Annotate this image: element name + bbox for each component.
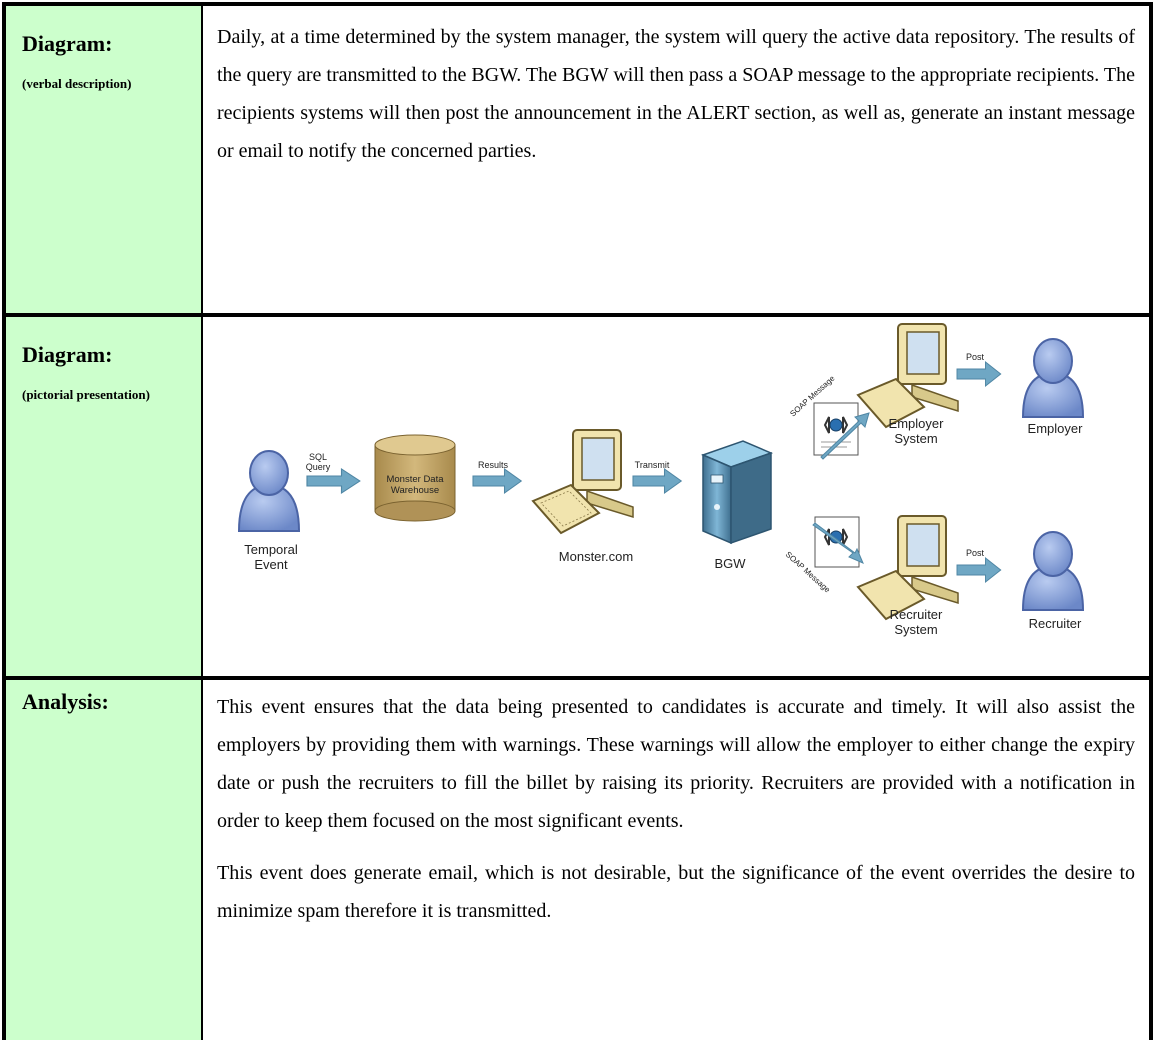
warehouse-label-1: Monster Data [386,474,444,485]
recruiter-person-icon [1021,531,1085,611]
employer-label: Employer [1028,421,1084,436]
employer-person-icon [1021,338,1085,418]
soap-top-arrow-icon [820,412,870,460]
employer-system-label-2: System [894,431,937,446]
employer-system-label-1: Employer [889,416,945,431]
row-sublabel: (pictorial presentation) [22,387,150,402]
transmit-arrow-icon [632,468,682,494]
recruiter-system-label-2: System [894,622,937,637]
results-arrow-icon [472,468,522,494]
post-bottom-label: Post [966,548,985,558]
sql-query-arrow-icon [306,468,361,494]
table-row: Analysis: This event ensures that the da… [2,678,1153,1040]
label-cell: Diagram: (verbal description) [2,2,203,317]
table-row: Diagram: (pictorial presentation) [2,315,1153,680]
row-label: Analysis: [22,689,109,714]
verbal-description-cell: Daily, at a time determined by the syste… [202,2,1153,317]
verbal-description-text: Daily, at a time determined by the syste… [217,26,1135,162]
post-top-arrow-icon [956,361,1002,387]
transmit-label: Transmit [635,460,670,470]
post-bottom-arrow-icon [956,557,1002,583]
analysis-paragraph: This event ensures that the data being p… [217,696,1135,832]
pictorial-cell: Temporal Event SQL Query Monster Data Wa… [202,315,1153,680]
monster-computer-icon [531,429,634,535]
data-warehouse-icon [374,434,456,522]
sql-query-label-2: Query [306,462,331,472]
warehouse-label-2: Warehouse [391,485,439,496]
diagram-svg: Temporal Event SQL Query Monster Data Wa… [237,323,1085,637]
recruiter-system-label-1: Recruiter [890,607,943,622]
row-label: Diagram: [22,31,113,56]
employer-computer-icon [856,323,959,429]
recruiter-computer-icon [856,515,959,621]
bgw-server-icon [700,440,774,545]
soap-bottom-arrow-icon [812,522,864,564]
results-label: Results [478,460,509,470]
monster-label: Monster.com [559,549,633,564]
label-cell: Analysis: [2,678,203,1040]
table-row: Diagram: (verbal description) Daily, at … [2,2,1153,317]
recruiter-label: Recruiter [1029,616,1082,631]
temporal-event-person-icon [237,450,301,532]
temporal-event-label-2: Event [254,557,288,572]
row-sublabel: (verbal description) [22,76,132,91]
sql-query-label-1: SQL [309,452,327,462]
workflow-diagram: Temporal Event SQL Query Monster Data Wa… [203,317,1153,676]
analysis-paragraph: This event does generate email, which is… [217,862,1135,922]
bgw-label: BGW [714,556,746,571]
analysis-cell: This event ensures that the data being p… [202,678,1153,1040]
post-top-label: Post [966,352,985,362]
label-cell: Diagram: (pictorial presentation) [2,315,203,680]
row-label: Diagram: [22,342,113,367]
temporal-event-label-1: Temporal [244,542,298,557]
